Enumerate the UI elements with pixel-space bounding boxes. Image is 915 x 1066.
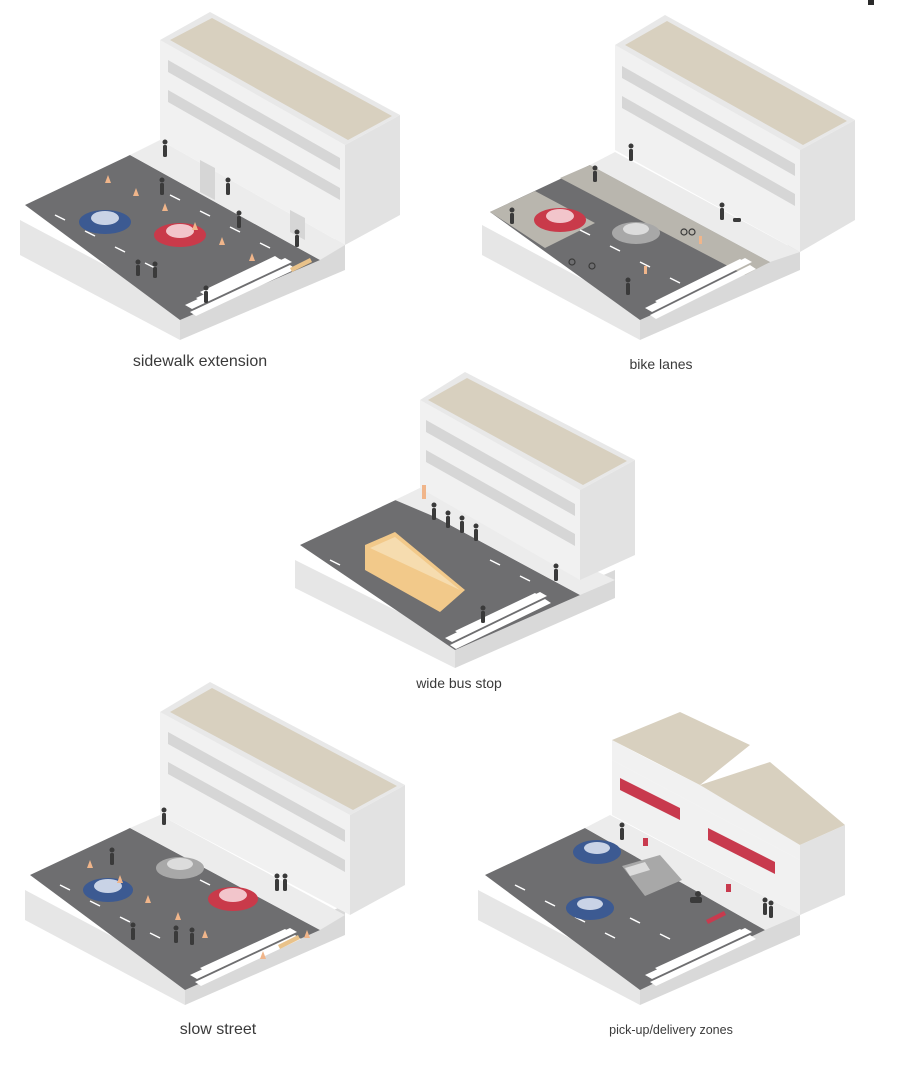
cyclist-icon [568,228,696,270]
crosswalk [645,928,756,986]
building-side [800,120,855,252]
car-red [534,208,586,232]
scene-sidewalk-extension [20,12,400,340]
dog-icon [733,218,741,222]
bus [365,532,465,612]
bike-lane [560,165,770,275]
building-roof [700,762,845,845]
building-side [350,785,405,915]
pedestrian-icon [509,143,725,295]
car-blue [79,210,131,234]
car-red [208,887,258,911]
sidewalk [585,815,800,930]
crosswalk [190,928,301,986]
bench-icon [290,258,312,272]
delivery-van [622,855,682,896]
awning [620,778,775,874]
sidewalk [590,152,800,262]
road [485,828,765,990]
car-red [154,223,206,247]
corner-mark [868,0,874,5]
car-blue [83,878,133,902]
crosswalk [445,592,551,649]
building-side [580,460,635,580]
pedestrian-icon [619,822,774,918]
building-side [800,825,845,915]
crosswalk [645,258,756,319]
bench-icon [706,911,726,924]
scene-wide-bus-stop [295,372,635,668]
caption-pickup-delivery: pick-up/delivery zones [609,1023,733,1037]
scene-bike-lanes [482,15,855,340]
pedestrian-icon [431,502,559,623]
building-roof [612,712,750,785]
loading-zone-sign [643,838,731,892]
car-gray [156,857,204,879]
bus-stop-sign-icon [422,485,426,499]
car-blue [566,840,621,920]
pedestrian-icon [109,807,288,945]
building-side [345,115,400,245]
crosswalk [185,256,296,316]
car-gray [612,222,660,244]
bollards [644,236,702,274]
scene-slow-street [25,682,405,1005]
caption-wide-bus-stop: wide bus stop [416,675,502,691]
traffic-cone-icon [105,175,255,261]
caption-sidewalk-extension: sidewalk extension [132,353,268,370]
bench-icon [278,935,300,949]
caption-slow-street: slow street [179,1021,257,1038]
caption-bike-lanes: bike lanes [629,356,693,372]
sidewalk [130,815,345,930]
pedestrian-icon [135,139,300,303]
scene-pickup-delivery [478,712,845,1005]
traffic-cone-icon [87,860,310,959]
